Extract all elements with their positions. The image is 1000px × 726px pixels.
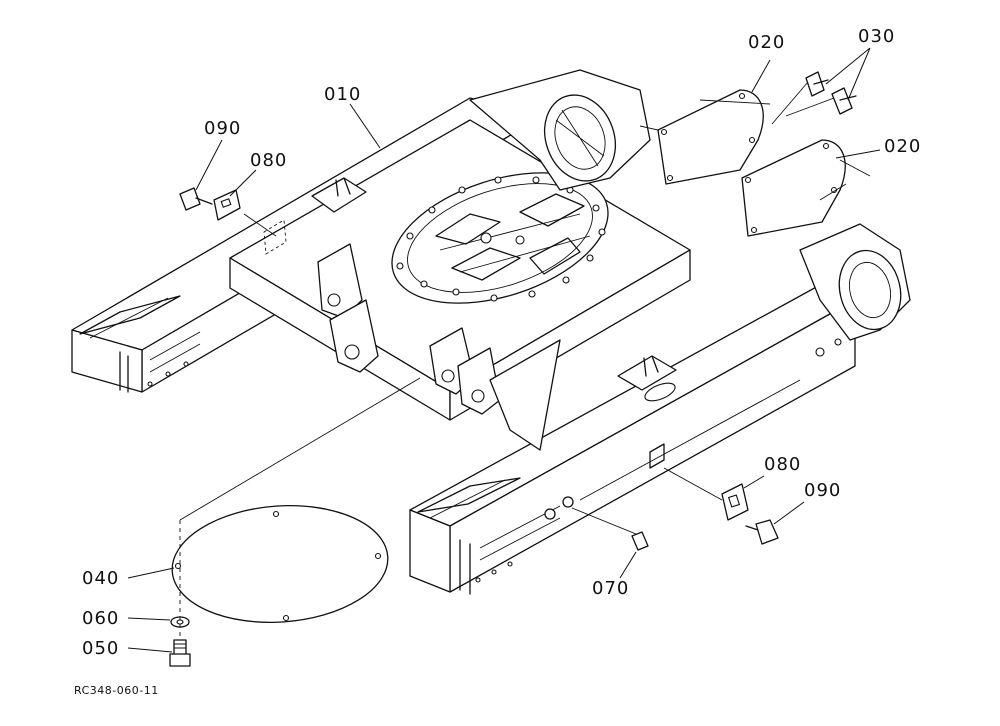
bolt-030-a xyxy=(805,71,829,97)
figure-code: RC348-060-11 xyxy=(74,684,159,697)
callout-020-upper: 020 xyxy=(748,32,785,53)
callout-080-upper: 080 xyxy=(250,150,287,171)
front-lugs xyxy=(317,243,501,415)
callout-040: 040 xyxy=(82,568,119,589)
leader-lines xyxy=(127,47,881,653)
callout-020-lower: 020 xyxy=(884,136,921,157)
callout-050: 050 xyxy=(82,638,119,659)
bottom-cover-040 xyxy=(171,505,389,623)
bolt-090-lower xyxy=(745,519,779,545)
callout-labels: 010 020 020 030 040 060 050 070 080 090 … xyxy=(82,26,921,659)
bolt-050 xyxy=(169,639,191,667)
callout-010: 010 xyxy=(324,84,361,105)
callout-090-upper: 090 xyxy=(204,118,241,139)
bolt-090-upper xyxy=(179,187,213,211)
cover-plate-020-lower xyxy=(741,139,846,237)
rear-motor-housing-upper xyxy=(469,69,651,191)
ring-bolt-holes xyxy=(396,176,606,302)
callout-070: 070 xyxy=(592,578,629,599)
cover-plate-020-upper xyxy=(657,89,764,185)
callout-080-lower: 080 xyxy=(764,454,801,475)
pin-070 xyxy=(631,531,649,551)
track-frame-010 xyxy=(71,69,911,595)
bolt-030-b xyxy=(831,87,857,115)
callout-090-lower: 090 xyxy=(804,480,841,501)
callout-060: 060 xyxy=(82,608,119,629)
rear-motor-housing-right xyxy=(799,223,911,341)
callout-030: 030 xyxy=(858,26,895,47)
